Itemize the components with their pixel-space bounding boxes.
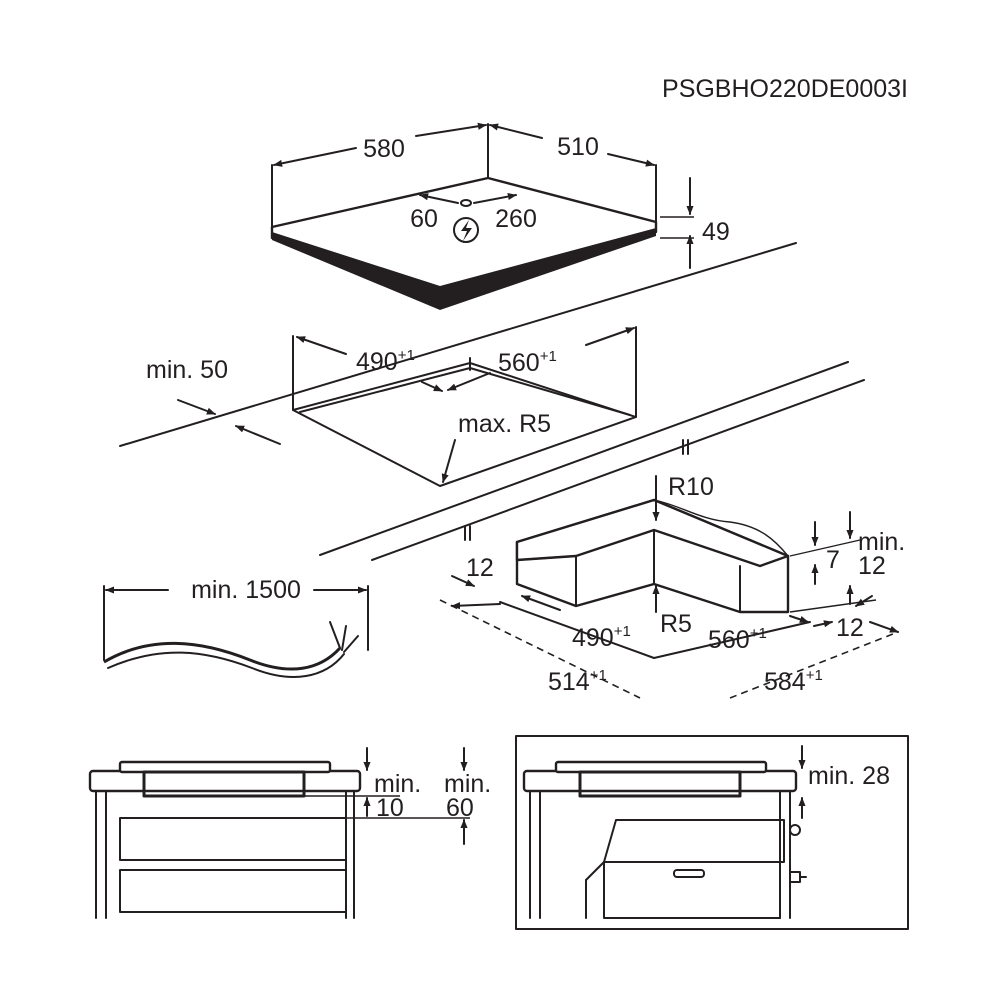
min-front-label: min. 50 <box>146 356 228 384</box>
product-code: PSGBHO220DE0003I <box>662 75 908 103</box>
cutout-depth-arrow-left <box>447 372 491 391</box>
step-label: 7 <box>826 546 840 574</box>
cutout-width-label: 490+1 <box>356 347 415 376</box>
cable-arrow-left <box>419 193 459 204</box>
gap-b-value: 60 <box>446 794 474 822</box>
min-label: min. <box>858 528 905 556</box>
hob-glass <box>270 176 658 292</box>
outer-width-label: 514+1 <box>548 667 607 696</box>
step-ext <box>789 539 861 557</box>
oven-case-frame <box>515 735 909 930</box>
cutout-inner-right <box>469 367 631 416</box>
edge-label: 12 <box>466 554 494 582</box>
right-edge-label: 12 <box>836 614 864 642</box>
cable-wire-2 <box>341 625 347 651</box>
outer-width-arrow <box>451 602 501 610</box>
frame-width-arrow <box>521 595 561 611</box>
hob-depth-label: 510 <box>557 133 599 161</box>
r10-label: R10 <box>668 473 714 501</box>
outer-depth-arrow <box>869 621 899 633</box>
r5-label: R5 <box>660 610 692 638</box>
edge-arrow <box>451 575 475 587</box>
oven-door-edge <box>585 861 605 881</box>
right-edge-arrow-2 <box>813 620 833 628</box>
frame-depth-arrow <box>789 615 809 623</box>
oven-handle <box>673 869 705 878</box>
power-cable-drawing: min. 1500 <box>103 576 369 678</box>
cable-entry-point <box>460 199 472 207</box>
corner-radius-arrow <box>441 439 456 483</box>
cable-length-label: min. 1500 <box>191 576 301 604</box>
frame-step-left <box>516 555 577 561</box>
outer-depth-dash <box>729 631 899 699</box>
hob-width-arrow-right <box>415 122 487 137</box>
worktop-back-edge <box>119 242 797 447</box>
cable-left-label: 60 <box>410 205 438 233</box>
frame-width-label: 490+1 <box>572 623 631 652</box>
drawer-hob-body <box>142 770 306 798</box>
oven-top <box>603 819 785 863</box>
drawer-case-drawing: min. 10 min. 60 <box>88 747 491 919</box>
oven-gap-label: min. 28 <box>808 762 890 790</box>
frame-width-line <box>499 601 655 659</box>
hob-depth-arrow-right <box>607 153 655 167</box>
outer-width-dash <box>439 599 641 699</box>
hob-depth-arrow-left <box>489 123 543 139</box>
outer-depth-label: 584+1 <box>764 667 823 696</box>
cutout-inner-back <box>299 367 471 413</box>
gap-b-min-label: min. <box>444 770 491 798</box>
cable-body <box>103 641 342 671</box>
cable-body-lower <box>107 651 345 678</box>
gap-a-min-label: min. <box>374 770 421 798</box>
hob-drawing: 580 510 49 60 260 <box>270 122 730 310</box>
cutout-depth-arrow-right <box>585 327 635 346</box>
cable-wire-1 <box>329 621 341 649</box>
oven-hob-body <box>578 770 742 798</box>
oven-knob <box>789 871 801 883</box>
hob-width-arrow-left <box>273 147 357 167</box>
worktop-cutout-drawing: 490+1 560+1 min. 50 max. R5 <box>119 242 865 561</box>
cutout-width-arrow-top <box>296 336 347 355</box>
gap-a-value: 10 <box>376 794 404 822</box>
frame-wavy-edge <box>653 499 789 557</box>
cutout-depth-label: 560+1 <box>498 348 557 377</box>
hob-frame-edge <box>272 228 656 310</box>
corner-frame-drawing: R10 R5 12 7 min. 12 12 490+1 560+1 514+1… <box>439 473 905 699</box>
frame-depth-label: 560+1 <box>708 625 767 654</box>
frame-depth-line <box>653 621 811 659</box>
hob-width-label: 580 <box>363 135 405 163</box>
min-front-arrow-top <box>177 399 216 415</box>
cable-wire-3 <box>343 635 359 653</box>
oven-worktop <box>522 769 798 793</box>
oven-hinge <box>789 824 801 836</box>
min-front-arrow-bottom <box>235 425 281 445</box>
worktop-front-edge-2 <box>371 379 865 561</box>
cable-right-label: 260 <box>495 205 537 233</box>
cutout-width-arrow-bottom <box>421 381 443 392</box>
oven-case-drawing: min. 28 <box>515 735 909 930</box>
right-edge-arrow <box>855 595 873 607</box>
drawer-worktop <box>88 769 362 793</box>
oven-front <box>603 861 781 919</box>
drawer-bottom <box>119 869 347 913</box>
lightning-bolt-icon <box>453 217 479 243</box>
drawer-top <box>119 817 347 861</box>
worktop-front-edge-1 <box>319 361 849 556</box>
min-value: 12 <box>858 552 886 580</box>
cable-arrow-right <box>473 192 517 204</box>
corner-radius-label: max. R5 <box>458 410 551 438</box>
hob-height-label: 49 <box>702 218 730 246</box>
